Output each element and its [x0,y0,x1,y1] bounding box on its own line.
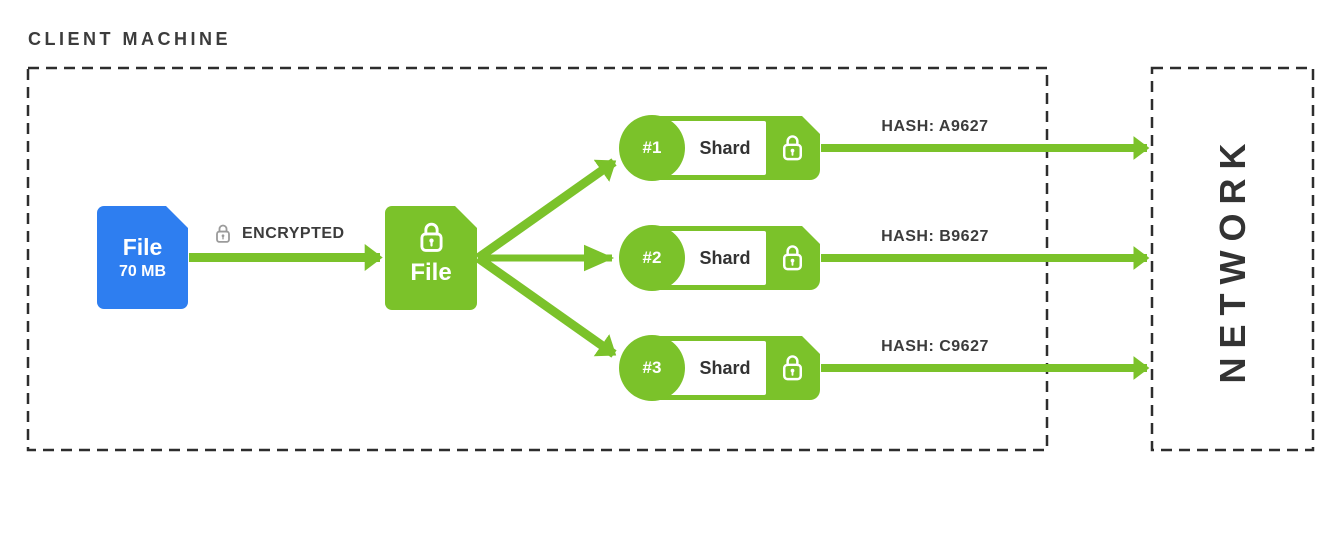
shard-number-badge: #2 [619,225,685,291]
network-box: NETWORK [1152,68,1313,450]
padlock-icon [780,352,805,383]
client-machine-title: CLIENT MACHINE [28,29,231,49]
hash-label-1: HASH: A9627 [881,118,989,135]
source-file-icon: File 70 MB [97,206,188,309]
shard-label: Shard [699,247,751,268]
padlock-icon [780,132,805,163]
shard-number-badge: #3 [619,335,685,401]
shard-2: #2 Shard [619,225,820,291]
encrypted-label: ENCRYPTED [242,224,345,242]
encrypted-file-icon: File [385,206,477,310]
split-arrow-3 [475,254,617,358]
shard-number-badge: #1 [619,115,685,181]
network-label: NETWORK [1211,134,1253,384]
padlock-icon [417,219,446,255]
padlock-icon [780,242,805,273]
split-arrow-1 [475,158,617,262]
padlock-icon [214,222,232,245]
shard-label: Shard [699,137,751,158]
shard-label: Shard [699,357,751,378]
shard-3: #3 Shard [619,335,820,401]
source-file-name: File [122,234,163,260]
encrypted-label-group: ENCRYPTED [214,222,345,245]
shard-1: #1 Shard [619,115,820,181]
hash-label-3: HASH: C9627 [881,338,989,355]
hash-label-2: HASH: B9627 [881,228,989,245]
source-file-size: 70 MB [118,263,167,280]
encrypted-file-name: File [410,259,452,286]
